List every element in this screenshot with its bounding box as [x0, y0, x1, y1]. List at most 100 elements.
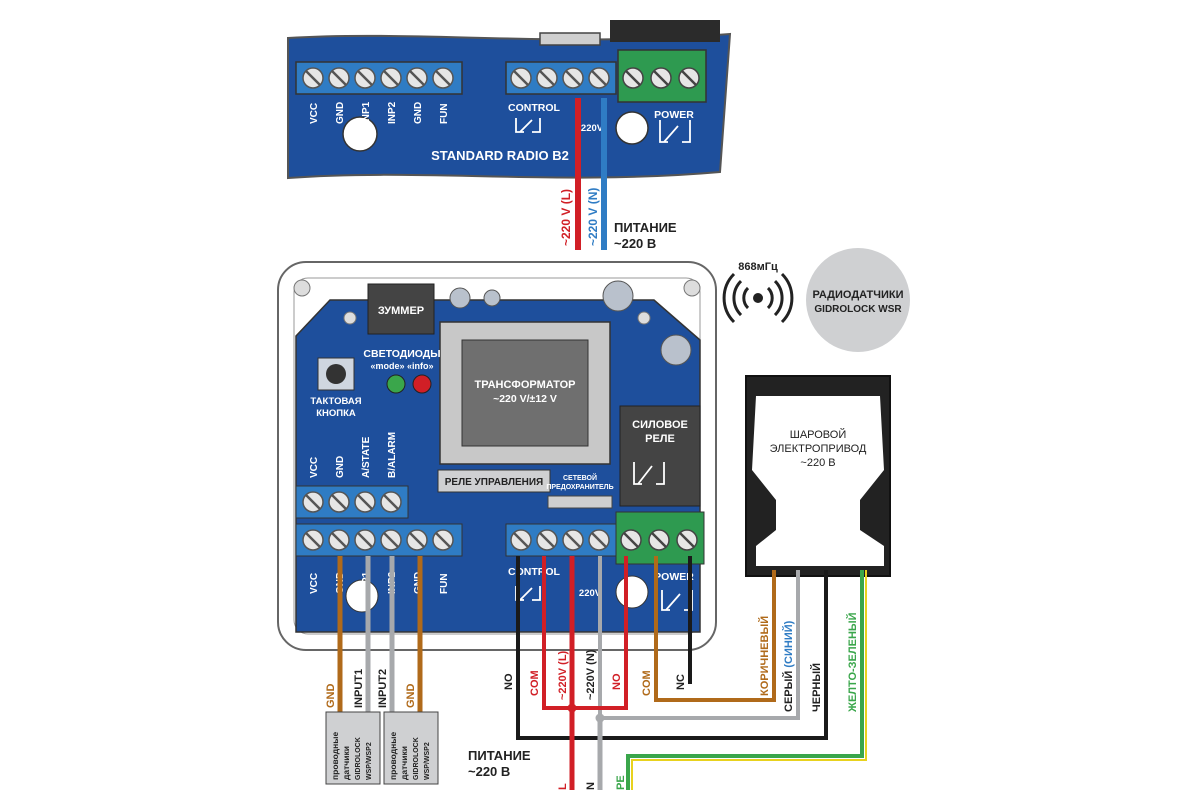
- main-board: [277, 261, 717, 651]
- main-lower-terminal-screw-6: [431, 528, 455, 552]
- main-control-terminal-screw-3: [561, 528, 585, 552]
- bottom-l220-label: ~220V (L): [557, 650, 569, 700]
- sensor-block-1-line-4: WSP/WSP2: [366, 742, 373, 780]
- power-relay-label-2: РЕЛЕ: [645, 433, 675, 445]
- radio-sensor-line1: РАДИОДАТЧИКИ: [812, 289, 903, 301]
- wired-sensor-block-2: [383, 711, 439, 785]
- sensor-gnd1-label: GND: [325, 684, 337, 709]
- top-control-terminal-screw-2: [535, 66, 559, 90]
- wire-gray: [598, 556, 800, 720]
- top-control-terminal-screw-4: [587, 66, 611, 90]
- radio-frequency: 868мГц: [738, 261, 778, 273]
- top-left-terminal-screw-3: [353, 66, 377, 90]
- bottom-nc-label: NC: [675, 674, 687, 690]
- bottom-l-label: L: [557, 783, 569, 790]
- bottom-yellow-green-label: ЖЕЛТО-ЗЕЛЕНЫЙ: [846, 612, 859, 713]
- top-mount-hole-2: [615, 111, 649, 145]
- top-wire-l-label: ~220 V (L): [559, 189, 573, 246]
- radio-signal-icon: [722, 272, 794, 324]
- main-power-label: POWER: [654, 571, 694, 583]
- bottom-black-label: ЧЕРНЫЙ: [810, 663, 823, 712]
- top-left-terminal-screw-4: [379, 66, 403, 90]
- main-upper-terminal-screw-3: [353, 490, 377, 514]
- top-left-terminal-label-2: GND: [335, 102, 346, 124]
- radio-sensor-badge: [806, 248, 910, 352]
- top-mount-hole: [342, 116, 378, 152]
- bottom-gray-blue: (СИНИЙ): [782, 620, 795, 667]
- top-left-terminal-label-4: INP2: [387, 101, 398, 124]
- leds-label-2: «mode» «info»: [370, 361, 433, 371]
- junction-n: [595, 713, 605, 723]
- bottom-supply-caption-2: ~220 В: [468, 764, 510, 779]
- top-power-terminal-screw-2: [649, 66, 673, 90]
- main-control-label: CONTROL: [508, 566, 560, 578]
- bottom-gray-label: СЕРЫЙ (СИНИЙ): [782, 620, 795, 712]
- top-fuse: [539, 32, 601, 46]
- bottom-n-label: N: [585, 782, 597, 790]
- sensor-gnd2-label: GND: [405, 684, 417, 709]
- sensor-block-1-line-2: датчики: [341, 746, 351, 780]
- main-mount-hole-2: [615, 575, 649, 609]
- wired-sensor-block-1: [325, 711, 381, 785]
- buzzer-label: ЗУММЕР: [378, 305, 424, 317]
- main-lower-terminal-screw-5: [405, 528, 429, 552]
- main-upper-terminal-label-2: GND: [335, 456, 346, 478]
- fuse-label-2: ПРЕДОХРАНИТЕЛЬ: [546, 484, 613, 491]
- transformer-label-1: ТРАНСФОРМАТОР: [475, 379, 576, 391]
- main-upper-terminal-label-1: VCC: [309, 457, 320, 478]
- bottom-com1-label: COM: [529, 670, 541, 696]
- top-left-terminal-label-3: INP1: [361, 101, 372, 124]
- wire-black: [516, 556, 828, 740]
- leds-label-1: СВЕТОДИОДЫ: [363, 348, 440, 360]
- control-relay-label: РЕЛЕ УПРАВЛЕНИЯ: [445, 477, 543, 488]
- bottom-com2-label: COM: [641, 670, 653, 696]
- top-power-terminal-screw-3: [677, 66, 701, 90]
- control-relay: [437, 469, 551, 493]
- bottom-gray-prefix: СЕРЫЙ: [782, 668, 795, 712]
- junction-l: [567, 703, 577, 713]
- top-supply-caption-1: ПИТАНИЕ: [614, 220, 677, 235]
- top-supply-caption-2: ~220 В: [614, 236, 656, 251]
- button-label-2: КНОПКА: [316, 408, 356, 419]
- bottom-no-label: NO: [503, 673, 515, 690]
- sensor-input2-label: INPUT2: [377, 669, 389, 708]
- top-power-label: POWER: [654, 109, 694, 121]
- top-board-name: STANDARD RADIO B2: [431, 148, 569, 163]
- bottom-pe-label: PE: [615, 775, 627, 790]
- main-upper-terminal-screw-4: [379, 490, 403, 514]
- sensor-input1-label: INPUT1: [353, 669, 365, 708]
- top-control-terminal-screw-3: [561, 66, 585, 90]
- sensor-block-2-line-4: WSP/WSP2: [424, 742, 431, 780]
- buzzer: [367, 283, 435, 335]
- main-upper-terminal-screw-2: [327, 490, 351, 514]
- main-upper-terminal-label-4: B/ALARM: [387, 432, 398, 478]
- top-wire-n-label: ~220 V (N): [586, 188, 600, 246]
- main-power-terminal-screw-3: [675, 528, 699, 552]
- main-upper-terminal-screw-1: [301, 490, 325, 514]
- button-label-1: ТАКТОВАЯ: [310, 396, 361, 407]
- main-power-terminal-screw-1: [619, 528, 643, 552]
- main-control-terminal-screw-1: [509, 528, 533, 552]
- top-left-terminal-label-6: FUN: [439, 103, 450, 124]
- top-power-terminal-screw-1: [621, 66, 645, 90]
- sensor-block-1-line-1: проводные: [330, 731, 340, 780]
- sensor-block-2-line-3: GIDROLOCK: [413, 737, 420, 780]
- bottom-brown-label: КОРИЧНЕВЫЙ: [758, 616, 771, 696]
- main-lower-terminal-screw-3: [353, 528, 377, 552]
- top-left-terminal-screw-5: [405, 66, 429, 90]
- main-voltage-label: 220V: [579, 588, 602, 599]
- top-board: [287, 20, 732, 180]
- top-left-terminal-label-1: VCC: [309, 103, 320, 124]
- sensor-block-1-line-3: GIDROLOCK: [355, 737, 362, 780]
- top-control-terminal-screw-1: [509, 66, 533, 90]
- main-lower-terminal-label-6: FUN: [439, 573, 450, 594]
- top-left-terminal-screw-1: [301, 66, 325, 90]
- wire-pe-green: [626, 570, 864, 790]
- top-voltage-label: 220V: [581, 123, 604, 134]
- main-power-terminal-screw-2: [647, 528, 671, 552]
- sensor-block-2-line-1: проводные: [388, 731, 398, 780]
- wire-pe-yellow: [631, 570, 867, 790]
- bottom-no2-label: NO: [611, 673, 623, 690]
- main-lower-terminal-label-1: VCC: [309, 573, 320, 594]
